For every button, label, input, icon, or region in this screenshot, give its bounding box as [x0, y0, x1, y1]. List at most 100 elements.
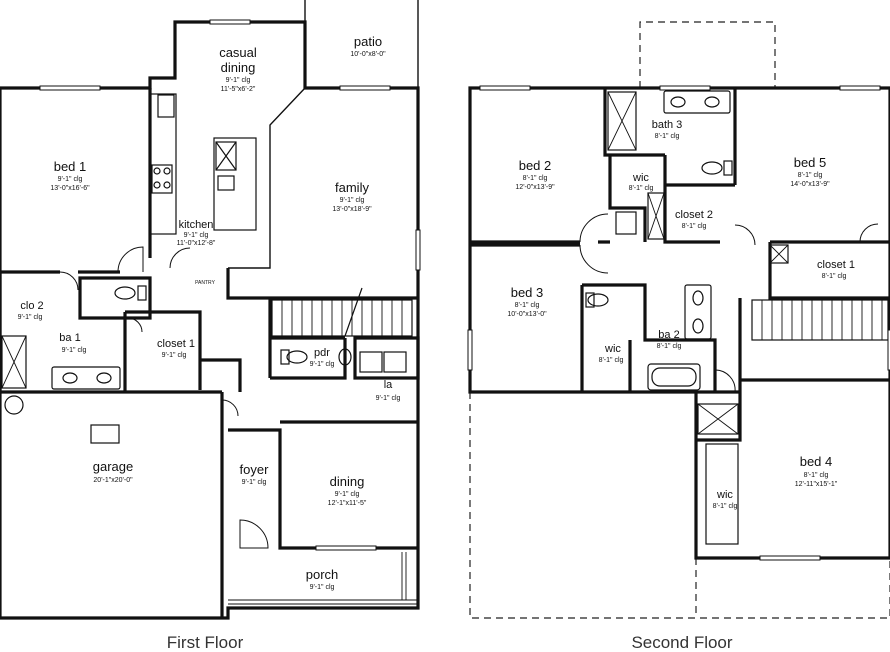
kitchen-diagonal-wall: [228, 87, 306, 269]
la-ceiling: 9'-1" clg: [376, 395, 401, 402]
linen-closet: [697, 403, 739, 435]
wic-bed4: [705, 443, 739, 545]
casual-dining-label-2: dining: [221, 60, 256, 75]
wic-top-ceiling: 8'-1" clg: [629, 185, 654, 192]
bed4-dims: 12'-11"x15'-1": [795, 481, 838, 488]
pdr-ceiling: 9'-1" clg: [310, 361, 335, 368]
ba1-toilet: [114, 286, 136, 300]
ba1-vanity: [51, 366, 121, 390]
ba2-vanity: [684, 284, 712, 340]
pantry-door: [169, 247, 191, 269]
foyer-label: foyer: [240, 462, 270, 477]
second-floor-exterior-wall: [468, 86, 890, 560]
clo2-label: clo 2: [20, 300, 43, 312]
bed1-label: bed 1: [54, 159, 87, 174]
patio-dims: 10'-0"x8'-0": [350, 51, 386, 58]
ba2-label: ba 2: [658, 329, 679, 341]
family-dims: 13'-0"x18'-9": [332, 206, 372, 213]
patio-outline: [304, 0, 419, 88]
wic-mid-label: wic: [604, 343, 621, 355]
first-floor-plan: patio 10'-0"x8'-0" casual dining 9'-1" c…: [0, 0, 421, 652]
ba2-toilet: [587, 293, 609, 307]
porch-label: porch: [306, 567, 339, 582]
kitchen-island: [213, 137, 257, 231]
porch-ceiling: 9'-1" clg: [310, 584, 335, 591]
dining-dims: 12'-1"x11'-5": [328, 500, 367, 507]
bed1-door: [117, 246, 144, 273]
closet1-second-ceiling: 8'-1" clg: [822, 273, 847, 280]
ba1-label: ba 1: [59, 332, 80, 344]
ba2-tub: [647, 363, 701, 391]
bed4-ceiling: 8'-1" clg: [804, 472, 829, 479]
first-floor-stairs: [271, 287, 413, 337]
garage-entry-door: [221, 399, 239, 417]
first-floor-exterior-wall: [0, 20, 420, 620]
bed4-door: [714, 369, 736, 393]
bath3-vanity: [663, 90, 731, 114]
casual-dining-dims: 11'-5"x6'-2": [221, 86, 256, 93]
bed5-dims: 14'-0"x13'-9": [790, 181, 830, 188]
family-ceiling: 9'-1" clg: [340, 197, 365, 204]
bed3-ceiling: 8'-1" clg: [515, 302, 540, 309]
dryer: [383, 351, 407, 373]
bed2-door: [579, 244, 609, 274]
patio-label: patio: [354, 34, 382, 49]
water-heater-closet: [1, 335, 27, 389]
porch-railing: [228, 599, 418, 605]
bed5-ceiling: 8'-1" clg: [798, 172, 823, 179]
kitchen-counter: [149, 93, 177, 235]
foyer-ceiling: 9'-1" clg: [242, 479, 267, 486]
bed1-ceiling: 9'-1" clg: [58, 176, 83, 183]
wic-top-label: wic: [632, 172, 649, 184]
washer: [359, 351, 383, 373]
dining-ceiling: 9'-1" clg: [335, 491, 360, 498]
wic-mid-ceiling: 8'-1" clg: [599, 357, 624, 364]
front-door: [239, 519, 269, 549]
second-floor-interior-walls: [470, 88, 890, 442]
stove: [151, 164, 173, 194]
wic-bot-ceiling: 8'-1" clg: [713, 503, 738, 510]
casual-dining-label-1: casual: [219, 45, 257, 60]
bath3-ceiling: 8'-1" clg: [655, 133, 680, 140]
bath3-label: bath 3: [652, 119, 683, 131]
bed5-door: [734, 224, 756, 246]
bed3-door: [579, 213, 609, 243]
open-to-below-top: [639, 21, 776, 88]
la-label: la: [384, 379, 393, 391]
closet2-label: closet 2: [675, 209, 713, 221]
second-floor-stairs: [751, 299, 889, 341]
kitchen-ceiling: 9'-1" clg: [184, 232, 209, 239]
closet1-first-label: closet 1: [157, 338, 195, 350]
bed1-dims: 13'-0"x16'-6": [50, 185, 90, 192]
family-label: family: [335, 180, 369, 195]
closet2-ceiling: 8'-1" clg: [682, 223, 707, 230]
garage-utility-box: [90, 424, 120, 444]
bath3-shower: [607, 91, 637, 151]
ba1-ceiling: 9'-1" clg: [62, 347, 87, 354]
garage-label: garage: [93, 459, 133, 474]
bath3-toilet: [701, 161, 723, 175]
clo2-ceiling: 9'-1" clg: [18, 314, 43, 321]
second-floor-plan: bath 3 8'-1" clg bed 2 8'-1" clg 12'-0"x…: [467, 21, 890, 652]
bed2-dims: 12'-0"x13'-9": [515, 184, 555, 191]
bed2-ceiling: 8'-1" clg: [523, 175, 548, 182]
bed3-label: bed 3: [511, 285, 544, 300]
bed3-dims: 10'-0"x13'-0": [507, 311, 547, 318]
garage-dims: 20'-1"x20'-0": [93, 477, 133, 484]
wic-bot-label: wic: [716, 489, 733, 501]
hvac-unit: [769, 244, 789, 264]
bed4-label: bed 4: [800, 454, 833, 469]
clo2-door: [59, 271, 79, 291]
pdr-toilet: [286, 350, 308, 364]
ba2-ceiling: 8'-1" clg: [657, 343, 682, 350]
closet1-first-ceiling: 9'-1" clg: [162, 352, 187, 359]
open-to-below-bottom: [469, 392, 890, 619]
closet1-second-door: [859, 223, 879, 243]
first-floor-caption: First Floor: [167, 633, 244, 652]
bed5-label: bed 5: [794, 155, 827, 170]
pdr-sink: [338, 348, 352, 366]
dining-label: dining: [330, 474, 365, 489]
casual-dining-ceiling: 9'-1" clg: [226, 77, 251, 84]
pdr-label: pdr: [314, 347, 330, 359]
